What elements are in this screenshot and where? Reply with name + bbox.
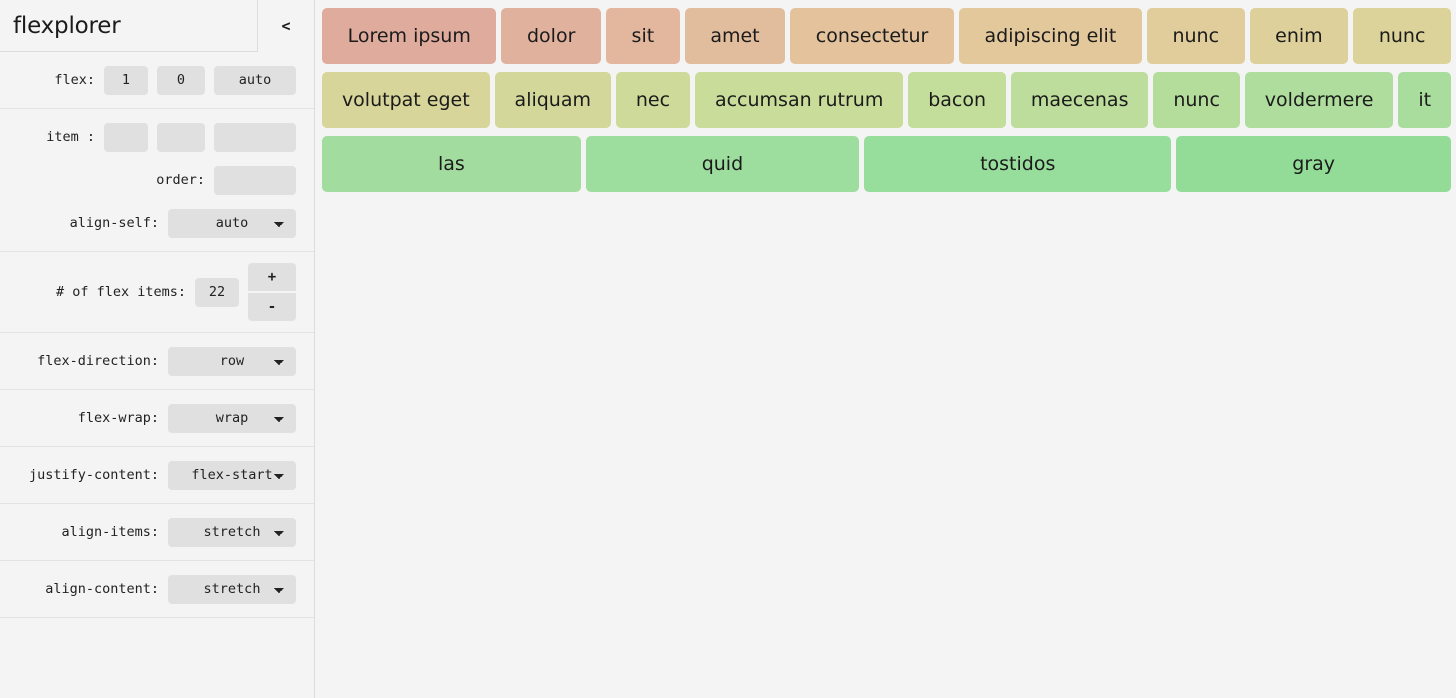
chevron-left-icon: < [281, 16, 291, 35]
flex-item[interactable]: accumsan rutrum [695, 72, 904, 128]
flex-item-count-stepper: + - [248, 263, 296, 321]
page-title: flexplorer [13, 12, 121, 39]
flex-item[interactable]: enim [1249, 8, 1349, 64]
flex-item[interactable]: quid [585, 136, 860, 192]
sidebar-header: flexplorer < [0, 0, 314, 52]
flex-item[interactable]: aliquam [494, 72, 611, 128]
flex-item[interactable]: nunc [1146, 8, 1245, 64]
flex-item[interactable]: bacon [908, 72, 1006, 128]
flex-wrap-select[interactable]: wrap [168, 403, 296, 433]
align-items-label: align-items: [61, 524, 159, 540]
flex-item[interactable]: it [1398, 72, 1451, 128]
flex-item[interactable]: sit [605, 8, 680, 64]
control-group-align-items: align-items: stretch [0, 504, 314, 561]
control-group-flex-direction: flex-direction: row [0, 333, 314, 390]
control-group-item-count: # of flex items: + - [0, 252, 314, 333]
control-group-align-content: align-content: stretch [0, 561, 314, 618]
control-row-order: order: [0, 163, 296, 197]
flex-item[interactable]: Lorem ipsum [322, 8, 497, 64]
flex-direction-select[interactable]: row [168, 346, 296, 376]
align-content-label: align-content: [45, 581, 159, 597]
control-group-justify-content: justify-content: flex-start [0, 447, 314, 504]
flex-grow-input[interactable] [104, 65, 148, 95]
flex-item[interactable]: gray [1176, 136, 1452, 192]
flex-label: flex: [54, 72, 95, 88]
sidebar-controls: flex: item : order: [0, 52, 314, 618]
justify-content-select[interactable]: flex-start [168, 460, 296, 490]
flex-item[interactable]: nec [615, 72, 691, 128]
align-content-select[interactable]: stretch [168, 574, 296, 604]
flex-item[interactable]: maecenas [1010, 72, 1149, 128]
flex-item[interactable]: voldermere [1244, 72, 1394, 128]
flex-item[interactable]: nunc [1353, 8, 1451, 64]
flex-item[interactable]: consectetur [790, 8, 954, 64]
control-group-item-properties: item : order: align-self: auto [0, 109, 314, 252]
control-row-item-count: # of flex items: + - [0, 263, 296, 321]
decrement-items-button[interactable]: - [248, 293, 296, 321]
flex-basis-input[interactable] [214, 65, 296, 95]
flex-item[interactable]: amet [684, 8, 786, 64]
align-items-select[interactable]: stretch [168, 517, 296, 547]
align-self-label: align-self: [69, 215, 159, 231]
justify-content-label: justify-content: [28, 467, 159, 483]
control-row-align-content: align-content: stretch [0, 572, 296, 606]
item-grow-input[interactable] [104, 122, 148, 152]
flex-direction-label: flex-direction: [37, 353, 159, 369]
item-label: item : [46, 129, 95, 145]
control-row-flex-direction: flex-direction: row [0, 344, 296, 378]
flex-item[interactable]: las [322, 136, 581, 192]
item-shrink-input[interactable] [157, 122, 205, 152]
flex-item[interactable]: adipiscing elit [958, 8, 1142, 64]
align-self-select[interactable]: auto [168, 208, 296, 238]
flex-item[interactable]: volutpat eget [322, 72, 490, 128]
flex-item-count-label: # of flex items: [55, 284, 186, 300]
control-row-flex: flex: [0, 63, 296, 97]
flex-item[interactable]: nunc [1153, 72, 1240, 128]
control-row-item: item : [0, 120, 296, 154]
order-label: order: [156, 172, 205, 188]
flex-wrap-label: flex-wrap: [77, 410, 159, 426]
collapse-sidebar-button[interactable]: < [257, 0, 314, 52]
control-row-flex-wrap: flex-wrap: wrap [0, 401, 296, 435]
increment-items-button[interactable]: + [248, 263, 296, 291]
flex-shrink-input[interactable] [157, 65, 205, 95]
control-group-flex-wrap: flex-wrap: wrap [0, 390, 314, 447]
flex-item[interactable]: tostidos [864, 136, 1172, 192]
order-input[interactable] [214, 165, 296, 195]
control-row-align-self: align-self: auto [0, 206, 296, 240]
control-row-justify-content: justify-content: flex-start [0, 458, 296, 492]
control-group-flex-shorthand: flex: [0, 52, 314, 109]
control-sidebar: flexplorer < flex: item : [0, 0, 315, 698]
flex-item-count-input[interactable] [195, 277, 239, 307]
flex-item[interactable]: dolor [501, 8, 601, 64]
item-basis-input[interactable] [214, 122, 296, 152]
control-row-align-items: align-items: stretch [0, 515, 296, 549]
